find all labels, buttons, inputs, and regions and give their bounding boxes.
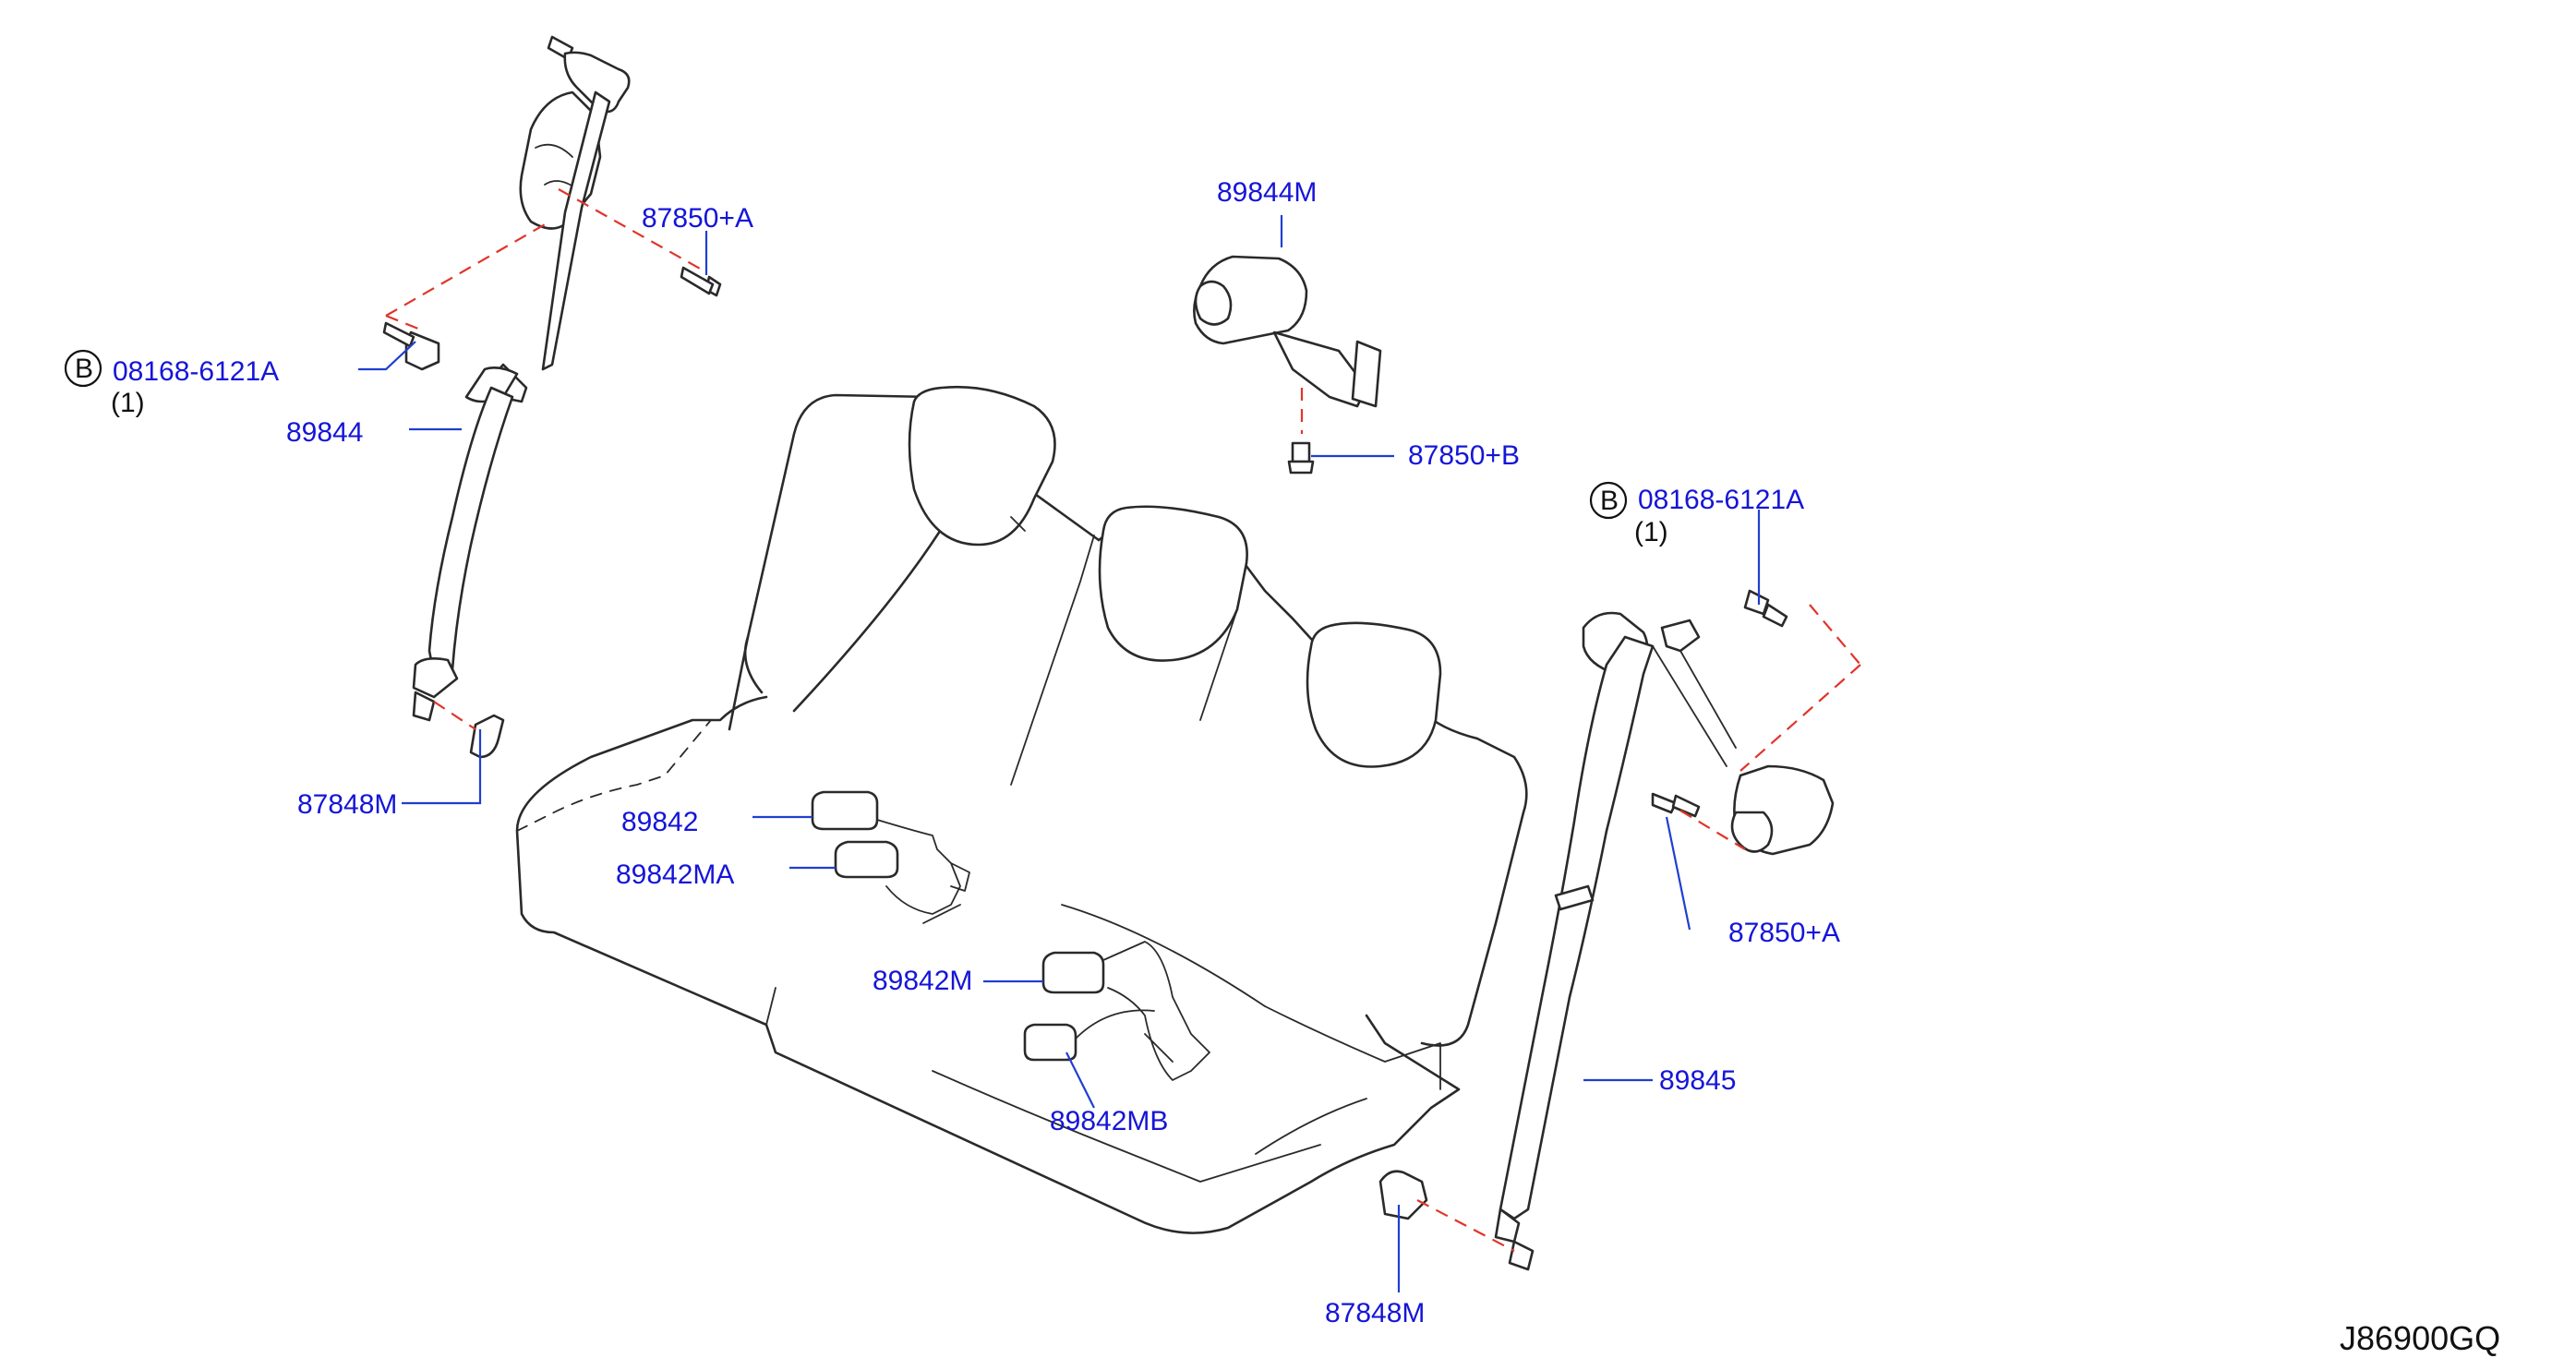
label-89845: 89845	[1659, 1065, 1736, 1096]
rear-seat-drawing	[515, 385, 1528, 1234]
circle-b-left	[64, 349, 102, 388]
circle-b-right-letter: B	[1600, 486, 1619, 516]
callout-leader-lines	[358, 215, 1761, 1292]
label-89842MA: 89842MA	[616, 859, 734, 890]
buckle-drawings	[811, 790, 1210, 1081]
center-retractor-drawing	[1193, 255, 1382, 475]
label-87850B: 87850+B	[1408, 440, 1520, 471]
label-89842MB: 89842MB	[1050, 1106, 1168, 1136]
diagram-code: J86900GQ	[2340, 1319, 2500, 1357]
label-87848M-right: 87848M	[1325, 1298, 1425, 1328]
label-87848M-left: 87848M	[297, 789, 397, 820]
label-08168-6121A-left: 08168-6121A	[113, 356, 279, 387]
label-89842M: 89842M	[873, 966, 972, 996]
label-08168-6121A-right: 08168-6121A	[1638, 485, 1804, 515]
circle-b-left-letter: B	[75, 354, 93, 384]
qty-left: (1)	[111, 388, 145, 418]
left-seatbelt-drawing	[382, 35, 722, 759]
label-89844: 89844	[286, 417, 363, 448]
assembly-dashed-lines	[385, 188, 1861, 1252]
label-87850A-right: 87850+A	[1728, 918, 1840, 948]
right-seatbelt-drawing	[1378, 589, 1835, 1271]
label-89842: 89842	[621, 807, 698, 837]
part-number-callouts: 89844M 87850+A B 08168-6121A (1) 89844 8…	[64, 177, 2500, 1357]
label-89844M: 89844M	[1217, 177, 1317, 208]
label-87850A-left: 87850+A	[642, 203, 753, 234]
circle-b-right	[1589, 481, 1628, 520]
qty-right: (1)	[1634, 517, 1668, 547]
